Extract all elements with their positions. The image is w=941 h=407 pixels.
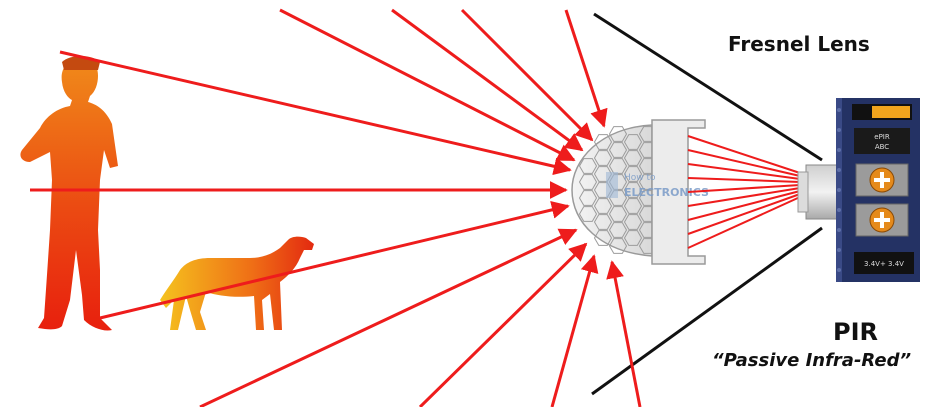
- focused-ray: [687, 190, 801, 221]
- watermark-line1: How to: [624, 173, 656, 183]
- pir-sensor-can: [797, 164, 843, 220]
- board-chip-bottom: ABC: [875, 143, 889, 151]
- focused-ray: [687, 149, 801, 177]
- infrared-ray: [460, 8, 594, 142]
- focused-ray: [687, 177, 801, 183]
- lens-facet: [593, 230, 613, 246]
- lens-facet: [578, 174, 598, 190]
- field-of-view-lines: [591, 12, 823, 396]
- lens-facet: [608, 158, 628, 174]
- lens-facet: [593, 134, 613, 150]
- watermark-line2: ELECTRONICS: [624, 186, 709, 199]
- human-silhouette-icon: [20, 56, 119, 331]
- lens-facet: [578, 206, 598, 222]
- lens-facet: [608, 206, 628, 222]
- focused-ray: [687, 187, 801, 207]
- pir-label: PIR: [833, 318, 878, 346]
- infrared-rays: [30, 8, 642, 407]
- infrared-ray: [606, 260, 642, 407]
- infrared-ray: [59, 50, 572, 176]
- board-chip-top: ePIR: [874, 133, 890, 141]
- focused-ray: [687, 163, 801, 180]
- infrared-ray: [418, 242, 588, 407]
- lens-facet: [608, 126, 628, 142]
- fresnel-lens-label: Fresnel Lens: [728, 32, 870, 56]
- board-pin-label: 3.4V+ 3.4V: [864, 260, 904, 268]
- focused-ray: [687, 193, 801, 235]
- lens-facet: [623, 150, 643, 166]
- potentiometer-icon: [855, 163, 909, 197]
- lens-facet: [608, 238, 628, 254]
- lens-facet: [623, 198, 643, 214]
- lens-facet: [578, 190, 598, 206]
- lens-facet: [623, 182, 643, 198]
- focused-rays: [687, 135, 801, 249]
- lens-facet: [623, 230, 643, 246]
- focused-ray: [687, 196, 801, 249]
- dog-silhouette-icon: [160, 236, 314, 330]
- lens-facet: [608, 222, 628, 238]
- lens-facet: [593, 214, 613, 230]
- pir-subtitle: “Passive Infra-Red”: [712, 350, 912, 371]
- infrared-ray: [279, 8, 576, 162]
- fresnel-lens-icon: How to ELECTRONICS: [571, 119, 709, 265]
- infrared-ray: [199, 228, 578, 407]
- infrared-ray: [99, 201, 570, 320]
- infrared-ray: [550, 254, 599, 407]
- lens-facet: [608, 142, 628, 158]
- infrared-ray: [564, 9, 608, 128]
- focused-ray: [687, 135, 801, 174]
- lens-facet: [623, 214, 643, 230]
- focused-ray: [687, 184, 801, 193]
- lens-facet: [623, 134, 643, 150]
- lens-facet: [623, 166, 643, 182]
- lens-facet: [593, 150, 613, 166]
- pir-board-icon: ePIR ABC 3.4V+ 3.4V: [836, 98, 920, 282]
- lens-facet: [578, 158, 598, 174]
- lens-facet: [593, 198, 613, 214]
- infrared-ray: [391, 8, 584, 152]
- potentiometer-icon: [855, 203, 909, 237]
